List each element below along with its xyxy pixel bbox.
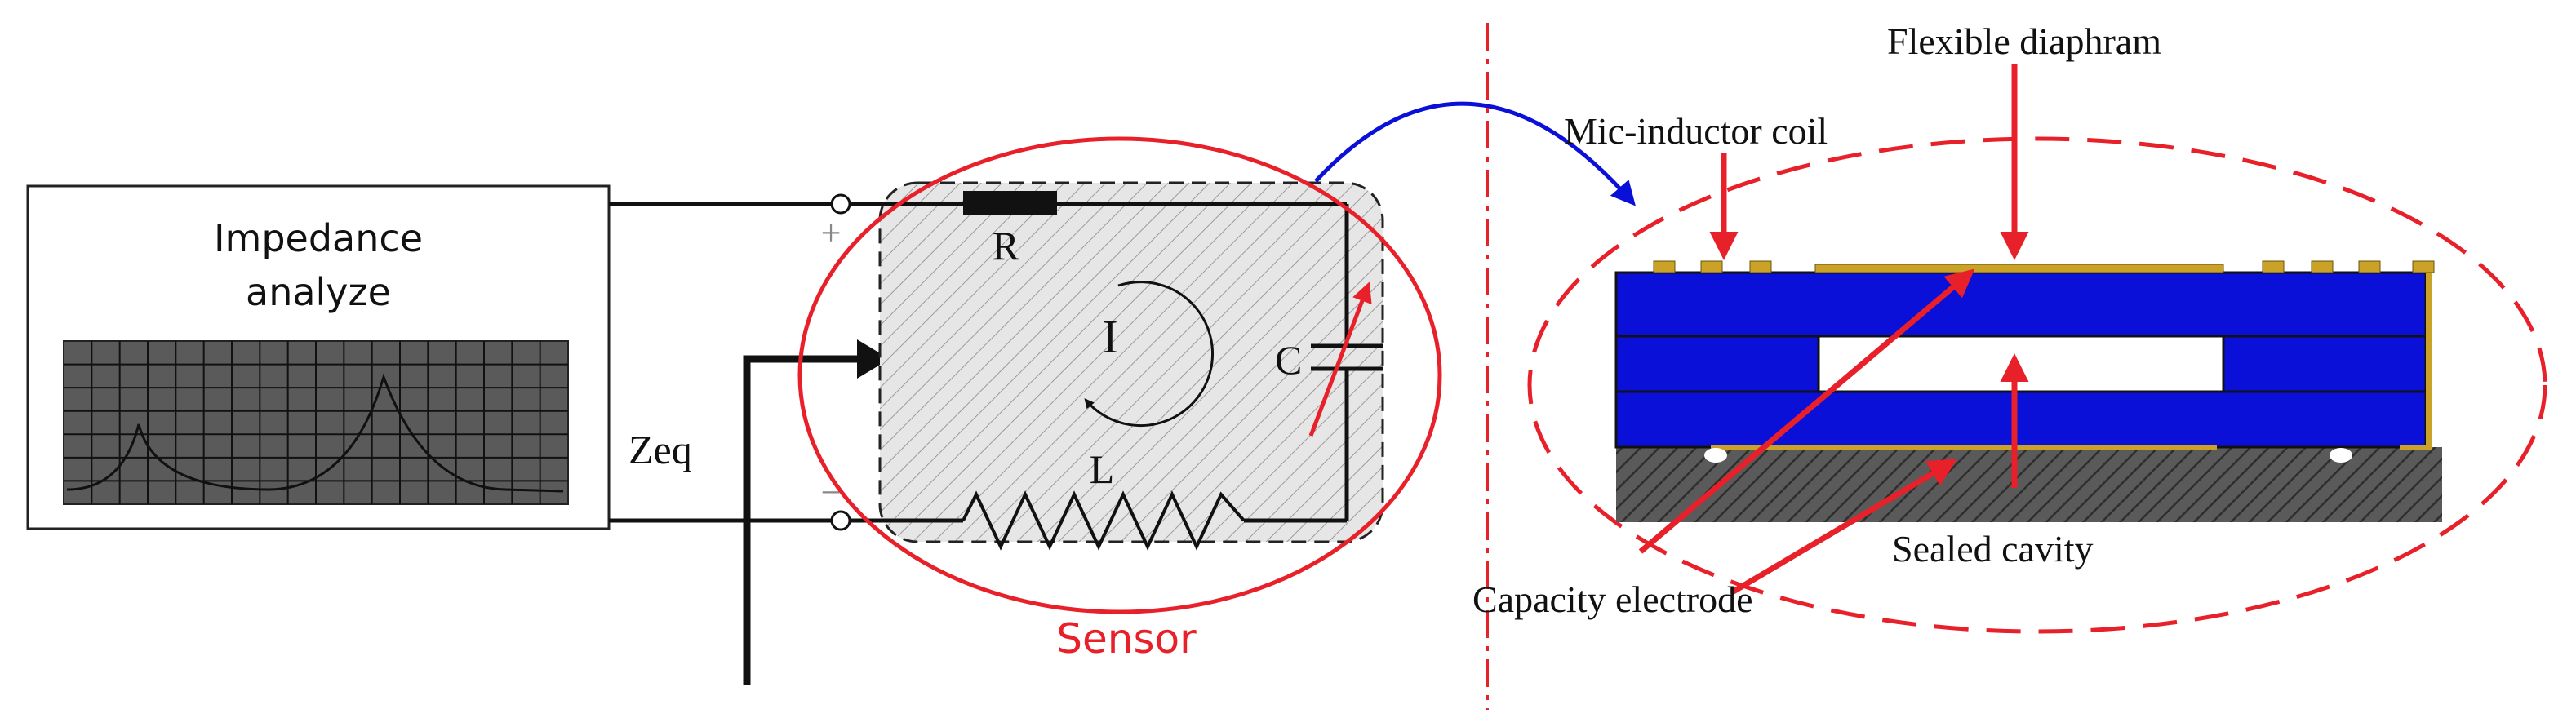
- bottom-blue-layer: [1614, 390, 2427, 449]
- side-wall-conductor: [2426, 273, 2432, 449]
- coil-label: Mic-inductor coil: [1564, 110, 1828, 152]
- sensor-cross-section: Flexible diaphram Mic-inductor coil Seal…: [1472, 20, 2547, 634]
- sensor-ellipse: [797, 136, 1442, 614]
- right-blue-block: [2222, 335, 2427, 393]
- sensor-label: Sensor: [1056, 615, 1197, 663]
- analyzer-title-line2: analyze: [246, 270, 391, 314]
- capacity-electrode-label: Capacity electrode: [1472, 578, 1753, 620]
- zeq-arrow-head: [857, 339, 890, 379]
- substrate: [1616, 447, 2442, 522]
- plus-sign: +: [821, 213, 842, 253]
- electrode-arrow-bottom: [1730, 459, 1958, 596]
- electrode-arrow-top: [1638, 268, 1975, 554]
- current-label: I: [1102, 310, 1117, 363]
- side-wall-foot: [2400, 445, 2432, 450]
- sensor-hatched-area: [878, 181, 1384, 543]
- resistor-label: R: [992, 223, 1019, 268]
- left-void: [1704, 448, 1727, 463]
- inductor-symbol: [962, 490, 1246, 551]
- zeq-arrow: [743, 355, 865, 685]
- top-diaphragm-electrode: [1814, 264, 2224, 273]
- impedance-curve: [66, 373, 564, 493]
- bottom-terminal: [830, 510, 851, 531]
- impedance-analyzer: Impedance analyze: [26, 184, 611, 530]
- variable-capacitor-arrow: [1308, 281, 1372, 437]
- sensor-circuit: R C L I Sensor: [797, 136, 1442, 663]
- top-terminal: [830, 193, 851, 215]
- capacitor-label: C: [1275, 337, 1302, 383]
- link-arrow: [1314, 101, 1636, 206]
- resistor-symbol: [963, 191, 1057, 215]
- bottom-electrode: [1711, 445, 2217, 450]
- coil-turns: [1653, 260, 2435, 273]
- top-blue-layer: [1614, 271, 2427, 338]
- sealed-cavity: [1817, 335, 2225, 393]
- circuit-leads: [609, 202, 833, 523]
- right-void: [2330, 448, 2352, 463]
- analyzer-screen: [63, 340, 569, 505]
- inductor-label: L: [1090, 446, 1115, 492]
- analyzer-title-line1: Impedance: [214, 216, 423, 260]
- left-blue-block: [1614, 335, 1820, 393]
- current-loop-arrow: [1084, 281, 1214, 428]
- flexible-diaphragm-label: Flexible diaphram: [1887, 20, 2161, 62]
- zeq-label: Zeq: [628, 427, 692, 472]
- sealed-cavity-label: Sealed cavity: [1892, 528, 2094, 570]
- cross-section-ellipse: [1527, 136, 2547, 634]
